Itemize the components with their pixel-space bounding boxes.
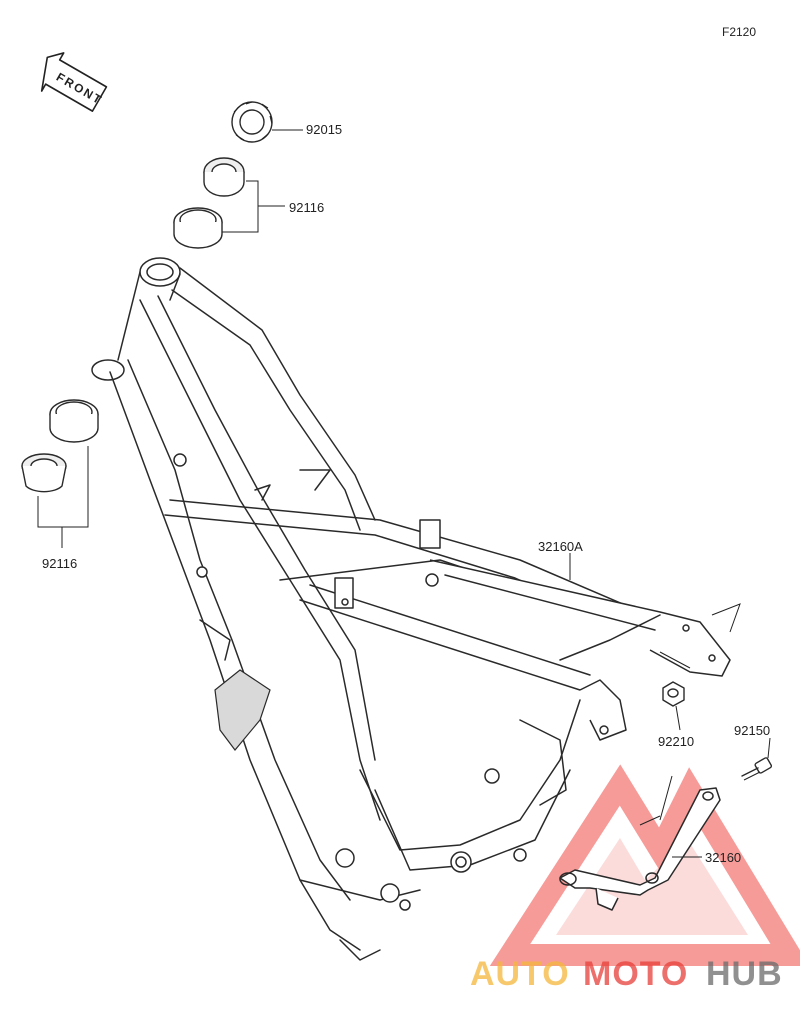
part-label-92015: 92015 <box>306 122 342 137</box>
watermark-auto: AUTO <box>470 955 570 993</box>
front-arrow-icon: FRONT <box>40 52 108 112</box>
lower-steering-bearing <box>21 399 99 548</box>
rear-nut <box>662 681 685 731</box>
watermark-moto: MOTO <box>583 955 688 993</box>
watermark-text: AUTO MOTO HUB <box>470 955 783 993</box>
rear-bracket <box>559 775 721 911</box>
motorcycle-frame <box>91 257 731 961</box>
diagram-code: F2120 <box>722 25 756 39</box>
part-label-92116-upper: 92116 <box>289 200 324 215</box>
upper-steering-bearing <box>173 157 285 249</box>
part-label-92150: 92150 <box>734 723 770 738</box>
part-label-32160A: 32160A <box>538 539 583 554</box>
part-label-92116-lower: 92116 <box>42 556 77 571</box>
steering-stem-nut <box>231 101 303 143</box>
bolt <box>741 737 773 781</box>
watermark-hub: HUB <box>706 955 783 993</box>
watermark-logo <box>489 764 800 966</box>
part-label-92210: 92210 <box>658 734 694 749</box>
part-label-32160: 32160 <box>705 850 741 865</box>
